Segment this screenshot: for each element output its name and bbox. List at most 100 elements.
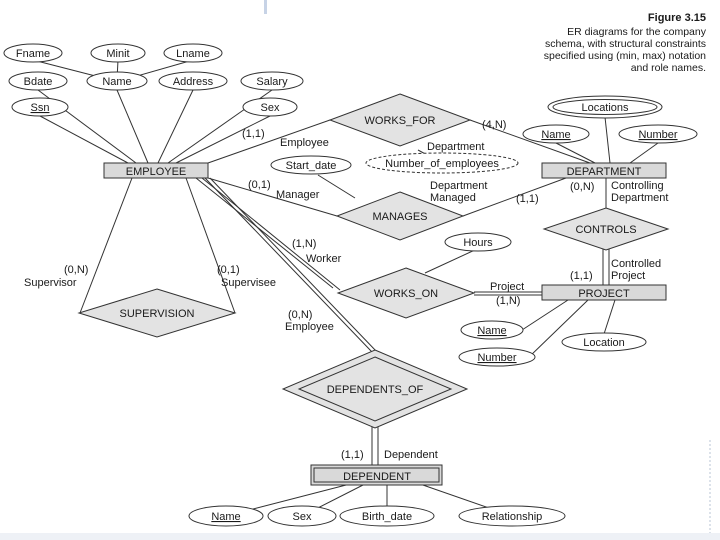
role-label: Department xyxy=(427,141,484,153)
role-label: Controlled xyxy=(611,258,661,270)
attribute-address: Address xyxy=(158,71,228,91)
svg-text:Location: Location xyxy=(583,337,625,349)
caption-line: specified using (min, max) notation xyxy=(544,50,706,62)
svg-text:Hours: Hours xyxy=(463,237,493,249)
attribute-location: Location xyxy=(561,332,647,352)
attribute-dependent-name-partial-key: Name xyxy=(188,505,264,527)
entity-label: DEPARTMENT xyxy=(567,166,642,178)
attribute-proj-name-key: Name xyxy=(460,320,524,340)
role-label: Department xyxy=(430,180,487,192)
relationship-supervision: SUPERVISION xyxy=(77,288,237,338)
attribute-lname: Lname xyxy=(163,43,223,63)
relationship-label: WORKS_ON xyxy=(374,288,438,300)
svg-text:Sex: Sex xyxy=(261,102,280,114)
svg-text:Name: Name xyxy=(211,511,240,523)
role-label: Employee xyxy=(285,321,334,333)
entity-project: PROJECT xyxy=(541,284,667,301)
constraint-label: (4,N) xyxy=(482,119,506,131)
relationship-label: WORKS_FOR xyxy=(365,115,436,127)
caption-line: schema, with structural constraints xyxy=(545,38,706,50)
attribute-start-date: Start_date xyxy=(270,155,352,175)
relationship-label: MANAGES xyxy=(372,211,427,223)
attribute-dept-name-key: Name xyxy=(522,124,590,144)
constraint-label: (1,N) xyxy=(496,295,520,307)
attribute-relationship: Relationship xyxy=(458,505,566,527)
constraint-label: (0,N) xyxy=(288,309,312,321)
attribute-birth-date: Birth_date xyxy=(339,505,435,527)
relationship-manages: MANAGES xyxy=(335,191,465,241)
relationship-label: CONTROLS xyxy=(575,224,636,236)
attribute-dept-number-key: Number xyxy=(618,124,698,144)
svg-text:Fname: Fname xyxy=(16,48,50,60)
entity-employee: EMPLOYEE xyxy=(103,162,209,179)
attribute-hours: Hours xyxy=(444,232,512,252)
constraint-labels: (1,1) (4,N) (0,1) (1,1) (1,N) (1,N) (0,N… xyxy=(64,119,594,461)
svg-text:Address: Address xyxy=(173,76,214,88)
svg-text:Lname: Lname xyxy=(176,48,210,60)
constraint-label: (0,1) xyxy=(217,264,240,276)
attribute-proj-number-key: Number xyxy=(458,347,536,367)
relationship-label: DEPENDENTS_OF xyxy=(327,384,424,396)
relationship-works-on: WORKS_ON xyxy=(336,267,476,319)
entity-department: DEPARTMENT xyxy=(541,162,667,179)
svg-text:Birth_date: Birth_date xyxy=(362,511,412,523)
figure-number: Figure 3.15 xyxy=(648,12,706,24)
svg-text:Sex: Sex xyxy=(293,511,312,523)
role-label: Controlling xyxy=(611,180,664,192)
entity-label: PROJECT xyxy=(578,288,630,300)
figure-caption: Figure 3.15 ER diagrams for the company … xyxy=(544,12,707,74)
attribute-salary: Salary xyxy=(240,71,304,91)
relationship-controls: CONTROLS xyxy=(542,207,670,251)
role-label: Supervisee xyxy=(221,277,276,289)
caption-line: ER diagrams for the company xyxy=(567,26,707,38)
svg-text:Ssn: Ssn xyxy=(31,102,50,114)
svg-text:Name: Name xyxy=(102,76,131,88)
attribute-name: Name xyxy=(86,71,148,91)
constraint-label: (1,N) xyxy=(292,238,316,250)
constraint-label: (1,1) xyxy=(516,193,539,205)
entity-label: EMPLOYEE xyxy=(126,166,187,178)
attribute-dependent-sex: Sex xyxy=(267,505,337,527)
constraint-label: (0,N) xyxy=(64,264,88,276)
relationship-works-for: WORKS_FOR xyxy=(328,93,472,147)
svg-text:Relationship: Relationship xyxy=(482,511,543,523)
svg-text:Locations: Locations xyxy=(581,102,629,114)
svg-text:Number: Number xyxy=(638,129,677,141)
constraint-label: (0,N) xyxy=(570,181,594,193)
svg-text:Bdate: Bdate xyxy=(24,76,53,88)
role-label: Department xyxy=(611,192,668,204)
attributes: Fname Minit Lname Bdate Name Address Sal… xyxy=(3,43,698,527)
attribute-bdate: Bdate xyxy=(8,71,68,91)
role-label: Project xyxy=(490,281,524,293)
svg-text:Name: Name xyxy=(541,129,570,141)
connector-lines xyxy=(32,59,659,517)
constraint-label: (1,1) xyxy=(341,449,364,461)
role-label: Employee xyxy=(280,137,329,149)
role-label: Dependent xyxy=(384,449,438,461)
constraint-label: (1,1) xyxy=(570,270,593,282)
role-label: Manager xyxy=(276,189,320,201)
svg-text:Number: Number xyxy=(477,352,516,364)
role-label: Project xyxy=(611,270,645,282)
relationship-dependents-of-identifying: DEPENDENTS_OF xyxy=(281,349,469,429)
attribute-locations-multivalued: Locations xyxy=(547,95,663,119)
svg-text:Name: Name xyxy=(477,325,506,337)
svg-text:Number_of_employees: Number_of_employees xyxy=(385,158,499,170)
attribute-minit: Minit xyxy=(90,43,146,63)
entity-label: DEPENDENT xyxy=(343,471,411,483)
caption-line: and role names. xyxy=(631,62,706,74)
attribute-sex: Sex xyxy=(242,97,298,117)
attribute-fname: Fname xyxy=(3,43,63,63)
entity-dependent-weak: DEPENDENT xyxy=(310,464,443,486)
role-labels: Employee Department Manager Department M… xyxy=(24,137,668,461)
attribute-number-of-employees-derived: Number_of_employees xyxy=(365,152,519,174)
role-label: Managed xyxy=(430,192,476,204)
constraint-label: (1,1) xyxy=(242,128,265,140)
constraint-label: (0,1) xyxy=(248,179,271,191)
bottom-accent-band xyxy=(0,533,720,540)
top-accent-bar xyxy=(264,0,267,14)
attribute-ssn-key: Ssn xyxy=(11,97,69,117)
svg-text:Salary: Salary xyxy=(256,76,288,88)
